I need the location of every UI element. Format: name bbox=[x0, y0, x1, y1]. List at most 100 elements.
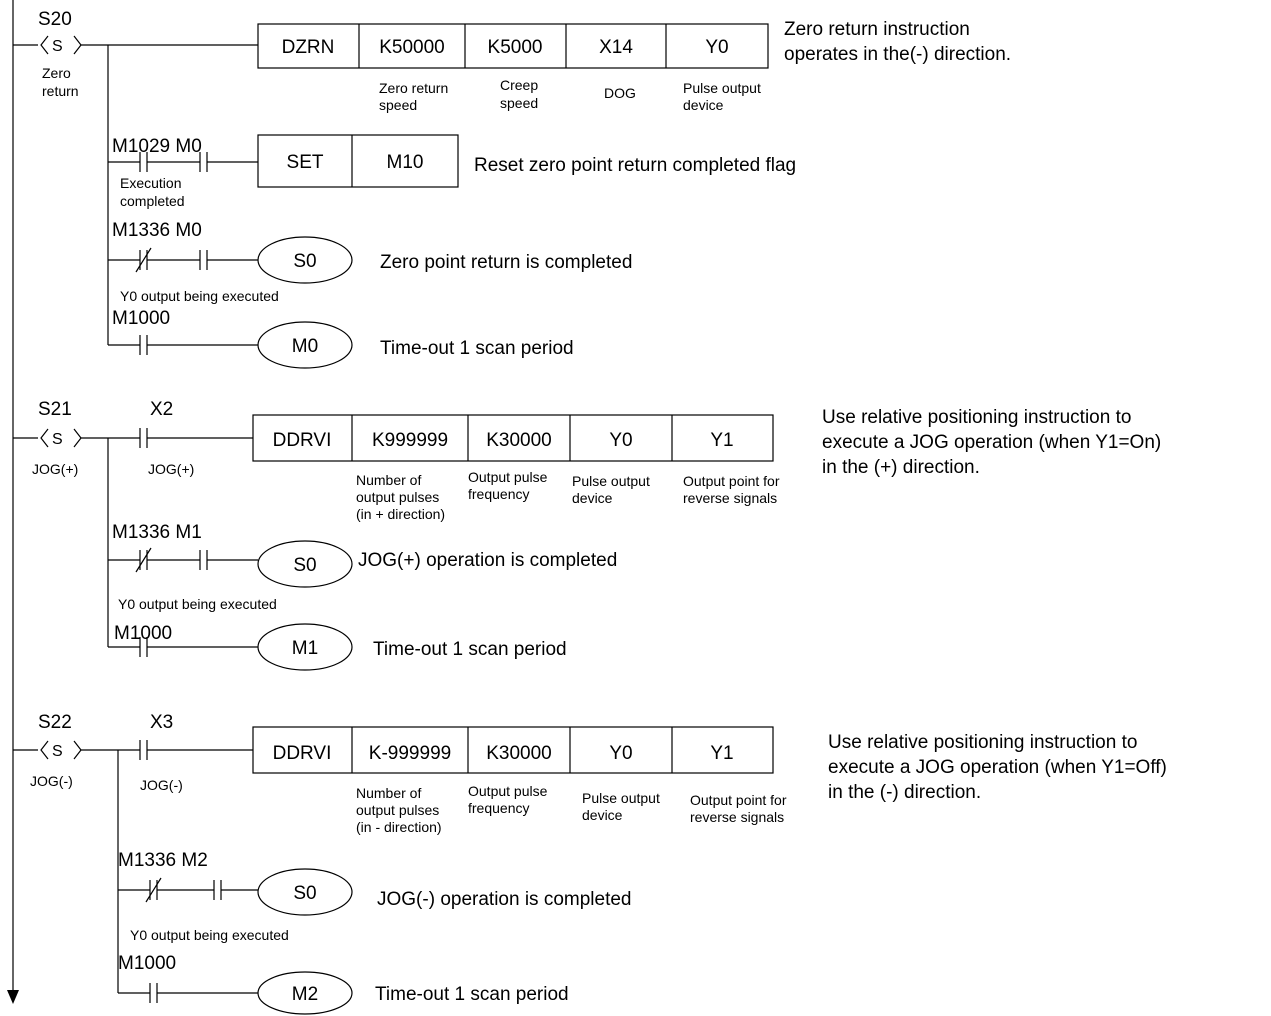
coil-label: S0 bbox=[293, 555, 316, 576]
operand-caption: Number of bbox=[356, 785, 421, 801]
instruction-cell: K50000 bbox=[379, 37, 445, 58]
contact-labels: M1029 M0 bbox=[112, 136, 202, 157]
step-label: S22 bbox=[38, 712, 72, 733]
operand-caption: Output pulse bbox=[468, 783, 548, 799]
contact-labels: M1000 bbox=[112, 308, 170, 329]
rung-note: Use relative positioning instruction to bbox=[828, 732, 1137, 753]
instruction-cell: Y1 bbox=[710, 743, 733, 764]
s0-branch: S0 bbox=[108, 540, 353, 588]
step-symbol: S bbox=[13, 35, 258, 55]
step-caption: JOG(-) bbox=[30, 773, 73, 789]
rung-s20: S20 S Zero return DZRN K50000 K5000 X14 … bbox=[13, 9, 1011, 369]
m-branch: M0 bbox=[108, 321, 353, 369]
input-contact bbox=[139, 740, 253, 760]
s0-branch: S0 bbox=[108, 236, 353, 284]
instruction-cell: Y0 bbox=[609, 743, 632, 764]
rung-note: in the (-) direction. bbox=[828, 782, 981, 803]
coil bbox=[257, 540, 353, 588]
instruction-box: DZRN K50000 K5000 X14 Y0 bbox=[257, 23, 769, 69]
svg-text:S: S bbox=[52, 38, 63, 55]
instruction-cell: K5000 bbox=[488, 37, 543, 58]
instruction-cell: Y1 bbox=[710, 430, 733, 451]
instruction-cell: K30000 bbox=[486, 430, 552, 451]
rung-note: Zero return instruction bbox=[784, 19, 970, 40]
step-label: S20 bbox=[38, 9, 72, 30]
rung-note: JOG(-) operation is completed bbox=[377, 889, 632, 910]
operand-caption: Number of bbox=[356, 472, 421, 488]
power-rail bbox=[7, 0, 19, 1004]
contact-caption: Execution bbox=[120, 175, 181, 191]
s0-branch: S0 bbox=[118, 868, 353, 916]
contact-labels: M1336 M2 bbox=[118, 850, 208, 871]
contact-labels: M1000 bbox=[114, 623, 172, 644]
coil bbox=[257, 623, 353, 671]
operand-caption: Creep bbox=[500, 77, 538, 93]
rung-note: operates in the(-) direction. bbox=[784, 44, 1011, 65]
rail-arrow-icon bbox=[7, 990, 19, 1004]
coil-label: S0 bbox=[293, 883, 316, 904]
rung-note: execute a JOG operation (when Y1=On) bbox=[822, 432, 1161, 453]
instruction-cell: K999999 bbox=[372, 430, 448, 451]
set-branch: SET M10 bbox=[108, 134, 459, 188]
operand-caption: (in - direction) bbox=[356, 819, 442, 835]
operand-caption: speed bbox=[500, 95, 538, 111]
operand-caption: Pulse output bbox=[683, 80, 761, 96]
rung-s22: S22 S JOG(-) X3 JOG(-) DDRVI K-999999 K3… bbox=[13, 712, 1167, 1015]
coil bbox=[257, 971, 353, 1015]
coil bbox=[257, 868, 353, 916]
operand-caption: frequency bbox=[468, 800, 529, 816]
instruction-cell: K-999999 bbox=[369, 743, 451, 764]
instruction-cell: Y0 bbox=[705, 37, 728, 58]
input-label: X3 bbox=[150, 712, 173, 733]
instruction-cell: Y0 bbox=[609, 430, 632, 451]
operand-caption: Output pulse bbox=[468, 469, 548, 485]
rung-note: execute a JOG operation (when Y1=Off) bbox=[828, 757, 1167, 778]
rung-note: Time-out 1 scan period bbox=[375, 984, 569, 1005]
contact-caption: completed bbox=[120, 193, 185, 209]
contact-caption: Y0 output being executed bbox=[130, 927, 289, 943]
m-branch: M2 bbox=[118, 971, 353, 1015]
instruction-cell: K30000 bbox=[486, 743, 552, 764]
operand-caption: Output point for bbox=[690, 792, 787, 808]
instruction-box: DDRVI K999999 K30000 Y0 Y1 bbox=[252, 414, 774, 462]
instruction-cell: M10 bbox=[387, 152, 424, 173]
operand-caption: frequency bbox=[468, 486, 529, 502]
input-label: X2 bbox=[150, 399, 173, 420]
input-caption: JOG(+) bbox=[148, 461, 194, 477]
svg-text:S: S bbox=[52, 743, 63, 760]
step-caption: Zero bbox=[42, 65, 71, 81]
operand-caption: Pulse output bbox=[582, 790, 660, 806]
operand-caption: reverse signals bbox=[683, 490, 777, 506]
contact-labels: M1336 M0 bbox=[112, 220, 202, 241]
rung-note: Reset zero point return completed flag bbox=[474, 155, 796, 176]
operand-caption: (in + direction) bbox=[356, 506, 445, 522]
coil-label: S0 bbox=[293, 251, 316, 272]
instruction-cell: SET bbox=[287, 152, 324, 173]
instruction-cell: DZRN bbox=[282, 37, 335, 58]
operand-caption: reverse signals bbox=[690, 809, 784, 825]
coil bbox=[257, 321, 353, 369]
contact-caption: Y0 output being executed bbox=[118, 596, 277, 612]
instruction-cell: DDRVI bbox=[273, 430, 332, 451]
rung-note: JOG(+) operation is completed bbox=[358, 550, 617, 571]
input-contact bbox=[139, 428, 253, 448]
operand-caption: output pulses bbox=[356, 489, 439, 505]
step-symbol: S bbox=[13, 428, 140, 448]
contact-labels: M1336 M1 bbox=[112, 522, 202, 543]
operand-caption: Output point for bbox=[683, 473, 780, 489]
input-caption: JOG(-) bbox=[140, 777, 183, 793]
operand-caption: Pulse output bbox=[572, 473, 650, 489]
m-branch: M1 bbox=[108, 623, 353, 671]
instruction-box: DDRVI K-999999 K30000 Y0 Y1 bbox=[252, 726, 774, 774]
rung-note: in the (+) direction. bbox=[822, 457, 980, 478]
rung-s21: S21 S JOG(+) X2 JOG(+) DDRVI K999999 K30… bbox=[13, 399, 1161, 671]
step-caption: return bbox=[42, 83, 79, 99]
instruction-cell: X14 bbox=[599, 37, 633, 58]
operand-caption: device bbox=[683, 97, 724, 113]
step-caption: JOG(+) bbox=[32, 461, 78, 477]
operand-caption: speed bbox=[379, 97, 417, 113]
instruction-cell: DDRVI bbox=[273, 743, 332, 764]
svg-text:S: S bbox=[52, 431, 63, 448]
rung-note: Use relative positioning instruction to bbox=[822, 407, 1131, 428]
